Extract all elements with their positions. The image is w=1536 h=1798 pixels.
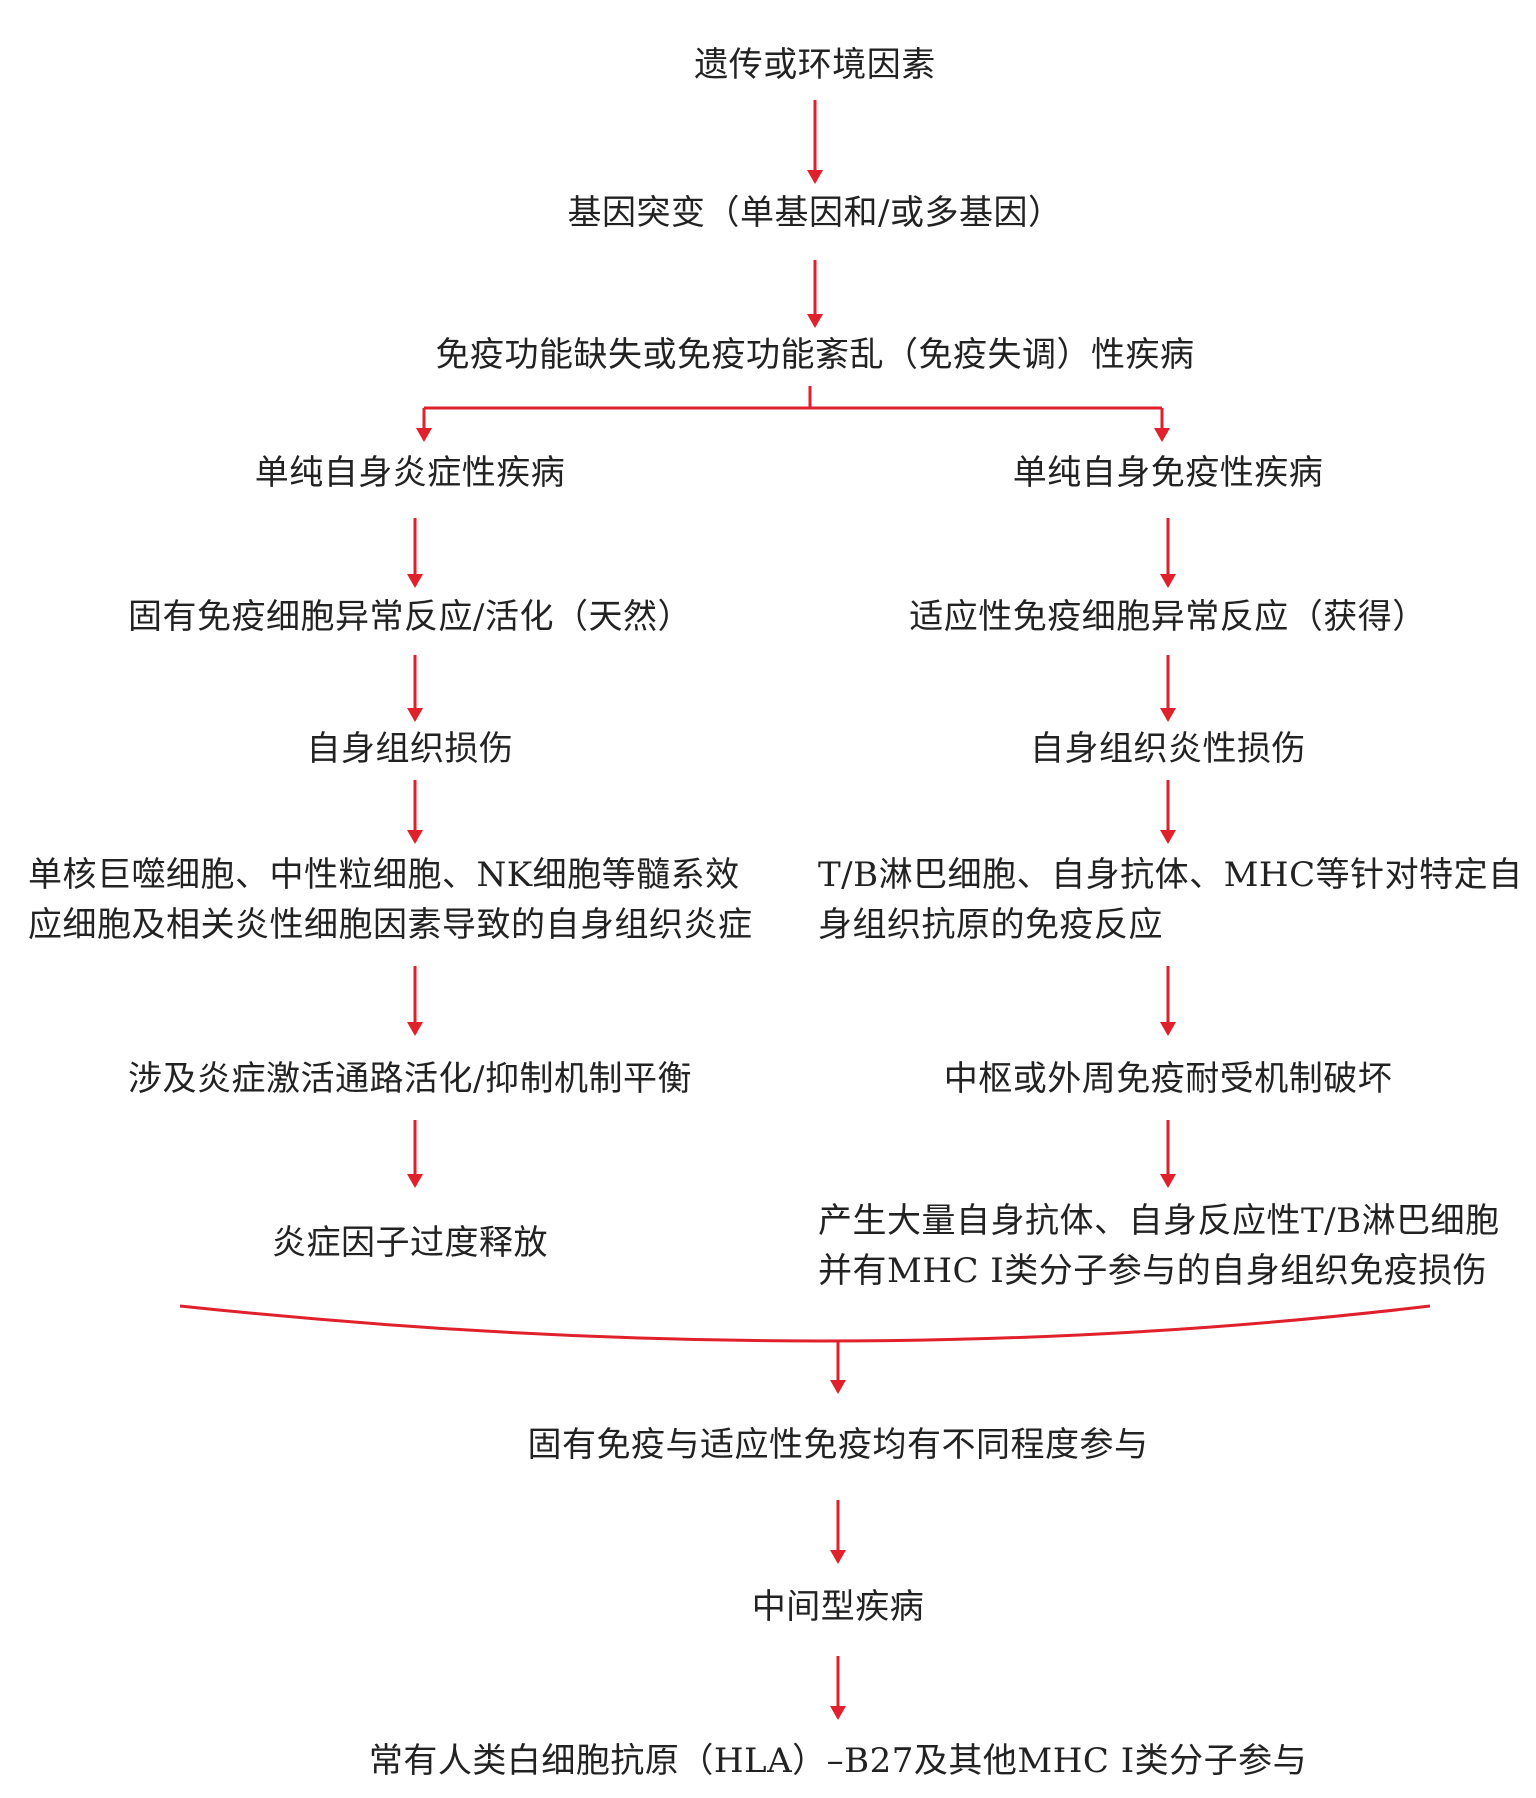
node-left-title: 单纯自身炎症性疾病 bbox=[0, 448, 820, 498]
node-left-step1: 固有免疫细胞异常反应/活化（天然） bbox=[0, 592, 820, 642]
node-mutation-text: 基因突变（单基因和/或多基因） bbox=[567, 193, 1063, 233]
node-left-step4: 涉及炎症激活通路活化/抑制机制平衡 bbox=[0, 1054, 820, 1104]
node-intermediate: 中间型疾病 bbox=[0, 1582, 1536, 1632]
node-right-step1-text: 适应性免疫细胞异常反应（获得） bbox=[909, 597, 1427, 637]
node-right-title-text: 单纯自身免疫性疾病 bbox=[1012, 453, 1324, 493]
node-disease-class: 免疫功能缺失或免疫功能紊乱（免疫失调）性疾病 bbox=[0, 330, 1536, 380]
node-right-step1: 适应性免疫细胞异常反应（获得） bbox=[700, 592, 1536, 642]
node-left-title-text: 单纯自身炎症性疾病 bbox=[254, 453, 566, 493]
node-left-step1-text: 固有免疫细胞异常反应/活化（天然） bbox=[128, 597, 692, 637]
node-right-step4-text: 中枢或外周免疫耐受机制破坏 bbox=[943, 1059, 1393, 1099]
node-root-text: 遗传或环境因素 bbox=[694, 45, 936, 85]
node-left-step2: 自身组织损伤 bbox=[0, 724, 820, 774]
node-final-text: 常有人类白细胞抗原（HLA）–B27及其他MHC Ⅰ类分子参与 bbox=[368, 1741, 1308, 1781]
node-root: 遗传或环境因素 bbox=[0, 40, 1536, 90]
node-right-step5-line-1: 产生大量自身抗体、自身反应性T/B淋巴细胞 bbox=[818, 1201, 1500, 1241]
node-right-step5: 产生大量自身抗体、自身反应性T/B淋巴细胞 并有MHC Ⅰ类分子参与的自身组织免… bbox=[818, 1196, 1500, 1296]
node-intermediate-text: 中间型疾病 bbox=[751, 1587, 925, 1627]
node-merge: 固有免疫与适应性免疫均有不同程度参与 bbox=[0, 1420, 1536, 1470]
node-right-title: 单纯自身免疫性疾病 bbox=[700, 448, 1536, 498]
node-left-step3-line-1: 单核巨噬细胞、中性粒细胞、NK细胞等髓系效 bbox=[28, 855, 740, 895]
node-right-step3-line-1: T/B淋巴细胞、自身抗体、MHC等针对特定自 bbox=[818, 855, 1523, 895]
node-right-step3: T/B淋巴细胞、自身抗体、MHC等针对特定自 身组织抗原的免疫反应 bbox=[818, 850, 1523, 950]
node-left-step5: 炎症因子过度释放 bbox=[0, 1218, 820, 1268]
node-right-step2: 自身组织炎性损伤 bbox=[700, 724, 1536, 774]
node-right-step2-text: 自身组织炎性损伤 bbox=[1030, 729, 1306, 769]
node-left-step5-text: 炎症因子过度释放 bbox=[272, 1223, 548, 1263]
node-right-step3-line-2: 身组织抗原的免疫反应 bbox=[818, 905, 1163, 945]
merge-curve bbox=[179, 1304, 1431, 1343]
node-right-step5-line-2: 并有MHC Ⅰ类分子参与的自身组织免疫损伤 bbox=[818, 1251, 1488, 1291]
node-final: 常有人类白细胞抗原（HLA）–B27及其他MHC Ⅰ类分子参与 bbox=[0, 1736, 1536, 1786]
node-left-step3: 单核巨噬细胞、中性粒细胞、NK细胞等髓系效 应细胞及相关炎性细胞因素导致的自身组… bbox=[28, 850, 753, 950]
node-right-step4: 中枢或外周免疫耐受机制破坏 bbox=[700, 1054, 1536, 1104]
node-merge-text: 固有免疫与适应性免疫均有不同程度参与 bbox=[527, 1425, 1149, 1465]
node-disease-class-text: 免疫功能缺失或免疫功能紊乱（免疫失调）性疾病 bbox=[435, 335, 1195, 375]
node-left-step2-text: 自身组织损伤 bbox=[306, 729, 514, 769]
node-left-step4-text: 涉及炎症激活通路活化/抑制机制平衡 bbox=[128, 1059, 692, 1099]
node-mutation: 基因突变（单基因和/或多基因） bbox=[0, 188, 1536, 238]
node-left-step3-line-2: 应细胞及相关炎性细胞因素导致的自身组织炎症 bbox=[28, 905, 753, 945]
